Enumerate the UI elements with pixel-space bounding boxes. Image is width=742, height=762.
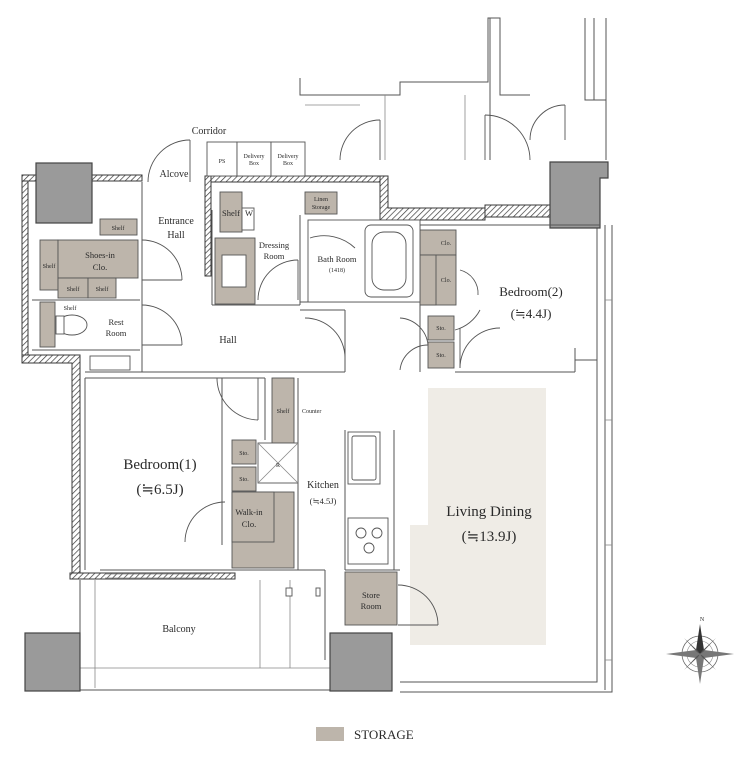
store-room-label-a: Store (362, 590, 380, 600)
storage-sto-1 (427, 315, 455, 341)
legend-label: STORAGE (354, 727, 414, 742)
compass-north-label: N (700, 617, 705, 623)
fixtures (55, 219, 421, 570)
w-label: W (245, 208, 253, 218)
shoes-in-label-a: Shoes-in (85, 250, 116, 260)
dressing-room-label-b: Room (264, 251, 285, 261)
sto-4-label: Sto. (239, 477, 249, 483)
storage-sto-3 (231, 439, 257, 465)
counter-label: Counter (302, 409, 321, 415)
shelf-bottom-2-label: Shelf (96, 286, 109, 293)
storage-clo-1 (419, 229, 457, 256)
bedroom2-size: (≒4.4J) (511, 306, 552, 321)
rest-room-label-b: Room (106, 328, 127, 338)
walk-in-label-a: Walk-in (235, 507, 263, 517)
storage-sto-2 (427, 341, 455, 369)
legend-swatch (316, 727, 344, 741)
hall-label: Hall (219, 335, 236, 346)
sto-2-label: Sto. (436, 353, 446, 359)
shelf-w-label: Shelf (222, 208, 240, 218)
fridge-label: R (276, 463, 280, 469)
bath-room-label: Bath Room (318, 254, 357, 264)
kitchen-size: (≒4.5J) (310, 496, 337, 506)
bedroom1-label: Bedroom(1) (123, 457, 196, 473)
storage-walk-in-inner (231, 491, 275, 543)
storage-linen (304, 191, 338, 215)
shelf-rest-label: Shelf (64, 305, 77, 312)
legend: STORAGE (316, 727, 414, 742)
entrance-hall-label-a: Entrance (158, 216, 194, 227)
alcove-label: Alcove (160, 169, 189, 180)
shelf-left-label: Shelf (43, 263, 56, 270)
storage-shelf-b2 (87, 277, 117, 299)
clo-2-label: Clo. (441, 278, 452, 284)
storage-shelf-top (99, 218, 138, 236)
shelf-kitchen-label: Shelf (277, 408, 290, 415)
pillars (24, 161, 609, 692)
shelf-top-label: Shelf (112, 225, 125, 232)
store-room-label-b: Room (361, 601, 382, 611)
linen-label-b: Storage (312, 205, 331, 211)
pillar-top-left (35, 162, 93, 224)
pillar-bottom-center (329, 632, 393, 692)
ps-label: PS (219, 159, 226, 165)
storage-rest-shelf (39, 301, 56, 348)
shoes-in-label-b: Clo. (93, 262, 107, 272)
interior-doors (141, 139, 501, 626)
bedroom2-label: Bedroom(2) (499, 284, 563, 299)
sto-1-label: Sto. (436, 326, 446, 332)
upper-building-outline (299, 17, 607, 160)
bedroom1-size: (≒6.5J) (136, 482, 183, 498)
storage-store-room (344, 571, 398, 626)
delivery-box-1-label-a: Delivery (244, 154, 265, 160)
corridor-label: Corridor (192, 126, 227, 137)
storage-sto-4 (231, 466, 257, 492)
entrance-hall-label-b: Hall (167, 230, 184, 241)
sliding-doors (105, 573, 321, 668)
walk-in-label-b: Clo. (242, 519, 256, 529)
living-dining-size: (≒13.9J) (462, 529, 517, 545)
room-labels: Corridor Alcove PS Delivery Box Delivery… (43, 126, 563, 635)
rest-room-label-a: Rest (108, 317, 124, 327)
compass-icon: N (666, 617, 734, 684)
storage-blocks (39, 191, 457, 626)
storage-clo-2a (419, 254, 437, 306)
refrigerator (257, 442, 299, 484)
living-dining-zone (410, 388, 546, 645)
bath-room-size: (1418) (329, 267, 345, 274)
upper-doors (339, 104, 566, 161)
balcony-label: Balcony (162, 624, 195, 635)
sto-3-label: Sto. (239, 451, 249, 457)
corridor-boxes (206, 141, 306, 177)
living-dining-label: Living Dining (446, 504, 532, 520)
delivery-box-2-label-a: Delivery (278, 154, 299, 160)
dressing-room-label-a: Dressing (259, 240, 290, 250)
pillar-top-right (549, 161, 609, 229)
pillar-bottom-left (24, 632, 81, 692)
linen-label-a: Linen (314, 197, 328, 203)
delivery-box-2-label-b: Box (283, 161, 293, 167)
shelf-bottom-1-label: Shelf (67, 286, 80, 293)
clo-1-label: Clo. (441, 241, 452, 247)
kitchen-label: Kitchen (307, 480, 339, 491)
delivery-box-1-label-b: Box (249, 161, 259, 167)
